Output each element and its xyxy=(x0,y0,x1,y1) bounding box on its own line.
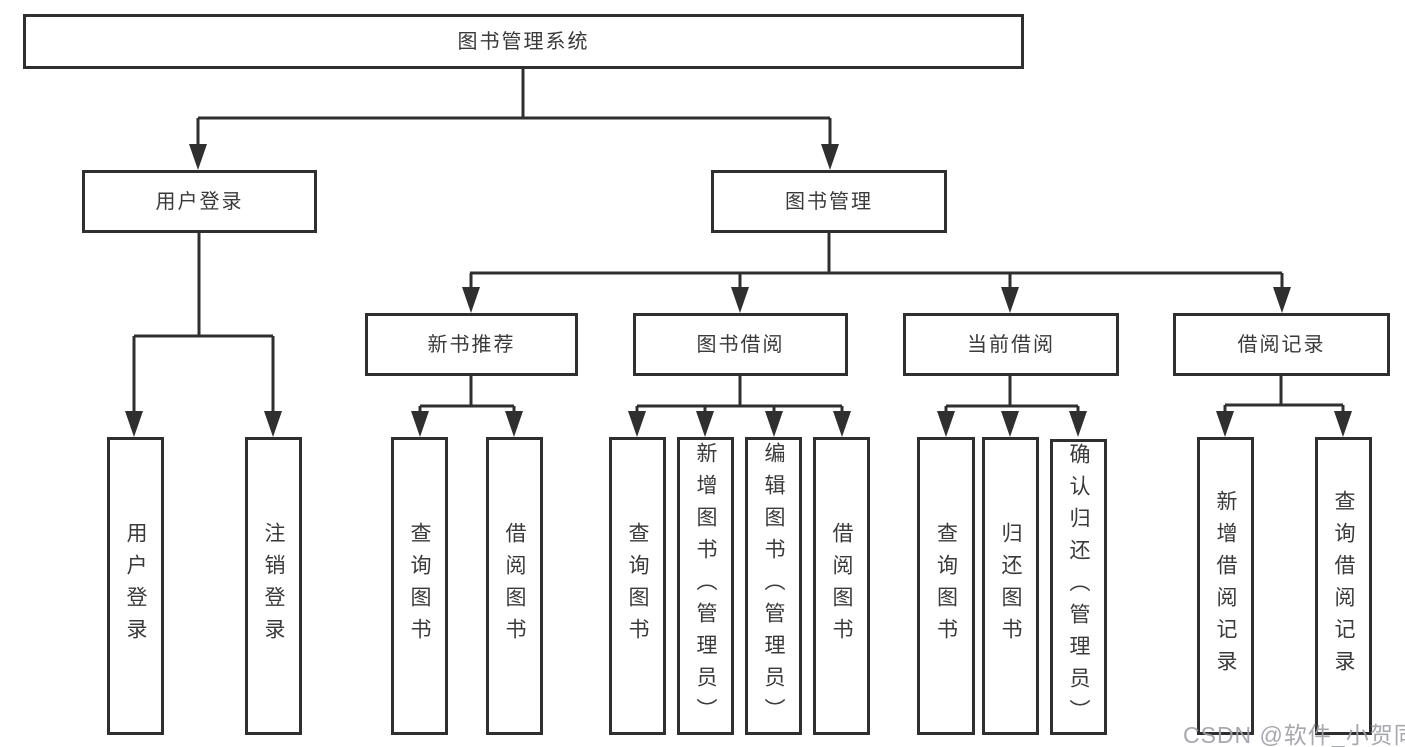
csdn-watermark: CSDN @软件_小贺同学 xyxy=(1183,722,1405,747)
connectors-current-borrow-branch xyxy=(937,376,1087,437)
leaf-return-books: 归还图书 xyxy=(982,437,1039,735)
leaf-confirm-return-admin: 确认归还（管理员） xyxy=(1050,439,1107,735)
connectors-book-borrow-branch xyxy=(628,376,851,437)
connectors-user-login-branch xyxy=(125,233,282,437)
leaf-current-query-books: 查询图书 xyxy=(917,437,975,735)
node-book-borrow: 图书借阅 xyxy=(633,313,848,376)
node-borrow-records: 借阅记录 xyxy=(1173,313,1390,376)
leaf-user-login: 用户登录 xyxy=(107,437,164,735)
leaf-recommend-query-books: 查询图书 xyxy=(391,437,448,735)
leaf-logout: 注销登录 xyxy=(245,437,302,735)
leaf-add-borrow-record: 新增借阅记录 xyxy=(1197,437,1254,735)
node-library-system: 图书管理系统 xyxy=(23,14,1024,69)
node-new-book-recommend: 新书推荐 xyxy=(365,313,578,376)
leaf-recommend-borrow-books: 借阅图书 xyxy=(486,437,543,735)
node-book-mgmt: 图书管理 xyxy=(711,170,947,233)
leaf-query-borrow-record: 查询借阅记录 xyxy=(1315,437,1372,735)
leaf-borrow-books: 借阅图书 xyxy=(813,437,870,735)
connectors-root-level xyxy=(189,67,839,170)
leaf-borrow-query-books: 查询图书 xyxy=(609,437,666,735)
connectors-borrow-records-branch xyxy=(1216,376,1352,437)
node-current-borrow: 当前借阅 xyxy=(903,313,1119,376)
node-user-login: 用户登录 xyxy=(82,170,317,233)
leaf-edit-books-admin: 编辑图书（管理员） xyxy=(745,437,802,735)
leaf-add-books-admin: 新增图书（管理员） xyxy=(677,437,734,735)
connectors-new-book-branch xyxy=(411,376,523,437)
connectors-book-mgmt-branch xyxy=(462,233,1291,313)
